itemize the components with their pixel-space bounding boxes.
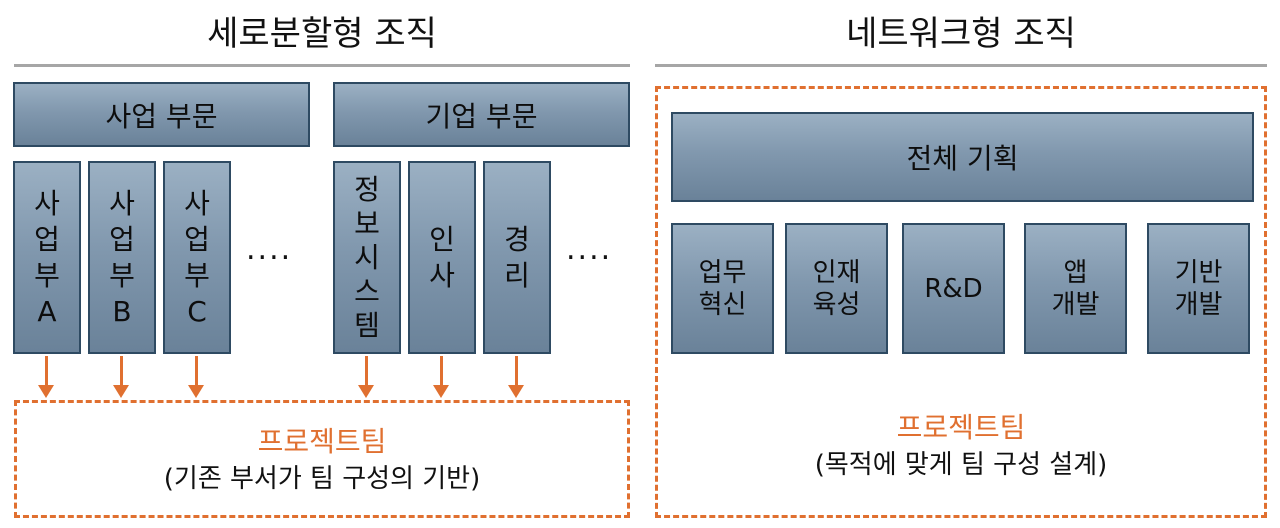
info-systems-box: 정 보 시 스 템 — [333, 161, 401, 354]
unit-char: 사 — [109, 186, 135, 220]
unit-char: C — [187, 294, 207, 328]
corporate-units-ellipsis: .... — [566, 232, 613, 267]
left-diagram-title: 세로분할형 조직 — [207, 14, 437, 54]
hr-box: 인 사 — [408, 161, 476, 354]
unit-char: 사 — [429, 258, 455, 292]
unit-char: 부 — [109, 258, 135, 292]
function-infrastructure-development-box: 기반 개발 — [1147, 223, 1250, 354]
arrow-down-icon — [358, 356, 374, 398]
arrow-down-icon — [38, 356, 54, 398]
function-line: R&D — [924, 273, 983, 304]
unit-char: 정 — [354, 172, 380, 206]
corporate-division-box: 기업 부문 — [333, 82, 630, 147]
unit-char: 스 — [354, 274, 380, 308]
function-line: 인재 — [812, 257, 861, 288]
unit-char: 리 — [504, 258, 530, 292]
function-line: 앱 — [1063, 257, 1088, 288]
business-division-box: 사업 부문 — [13, 82, 310, 147]
right-title-rule — [655, 64, 1267, 67]
unit-char: A — [37, 294, 57, 328]
arrow-down-icon — [188, 356, 204, 398]
function-line: 개발 — [1174, 289, 1223, 320]
business-unit-b-box: 사 업 부 B — [88, 161, 156, 354]
function-talent-development-box: 인재 육성 — [785, 223, 888, 354]
unit-char: 부 — [34, 258, 60, 292]
unit-char: 인 — [429, 222, 455, 256]
unit-char: 업 — [109, 222, 135, 256]
unit-char: 사 — [184, 186, 210, 220]
right-project-team-label: 프로젝트팀 — [896, 411, 1026, 444]
function-line: 기반 — [1174, 257, 1223, 288]
right-network-frame — [655, 86, 1267, 518]
business-unit-c-box: 사 업 부 C — [163, 161, 231, 354]
overall-planning-box: 전체 기획 — [671, 112, 1254, 202]
business-unit-a-box: 사 업 부 A — [13, 161, 81, 354]
left-title-rule — [14, 64, 630, 67]
unit-char: 부 — [184, 258, 210, 292]
unit-char: B — [112, 294, 132, 328]
function-line: 개발 — [1051, 289, 1100, 320]
right-project-team-description: (목적에 맞게 팀 구성 설계) — [814, 450, 1108, 480]
arrow-down-icon — [113, 356, 129, 398]
unit-char: 사 — [34, 186, 60, 220]
arrow-down-icon — [508, 356, 524, 398]
left-project-team-label: 프로젝트팀 — [257, 425, 387, 458]
function-line: 육성 — [812, 289, 861, 320]
unit-char: 시 — [354, 240, 380, 274]
left-project-team-description: (기존 부서가 팀 구성의 기반) — [163, 464, 481, 494]
unit-char: 경 — [504, 222, 530, 256]
unit-char: 보 — [354, 206, 380, 240]
accounting-box: 경 리 — [483, 161, 551, 354]
function-app-development-box: 앱 개발 — [1024, 223, 1127, 354]
unit-char: 업 — [34, 222, 60, 256]
function-rnd-box: R&D — [902, 223, 1005, 354]
arrow-down-icon — [433, 356, 449, 398]
business-units-ellipsis: .... — [246, 232, 293, 267]
function-line: 업무 — [698, 257, 747, 288]
function-business-innovation-box: 업무 혁신 — [671, 223, 774, 354]
right-diagram-title: 네트워크형 조직 — [846, 14, 1076, 54]
unit-char: 템 — [354, 308, 380, 342]
function-line: 혁신 — [698, 289, 747, 320]
left-project-team-frame — [14, 400, 630, 518]
unit-char: 업 — [184, 222, 210, 256]
